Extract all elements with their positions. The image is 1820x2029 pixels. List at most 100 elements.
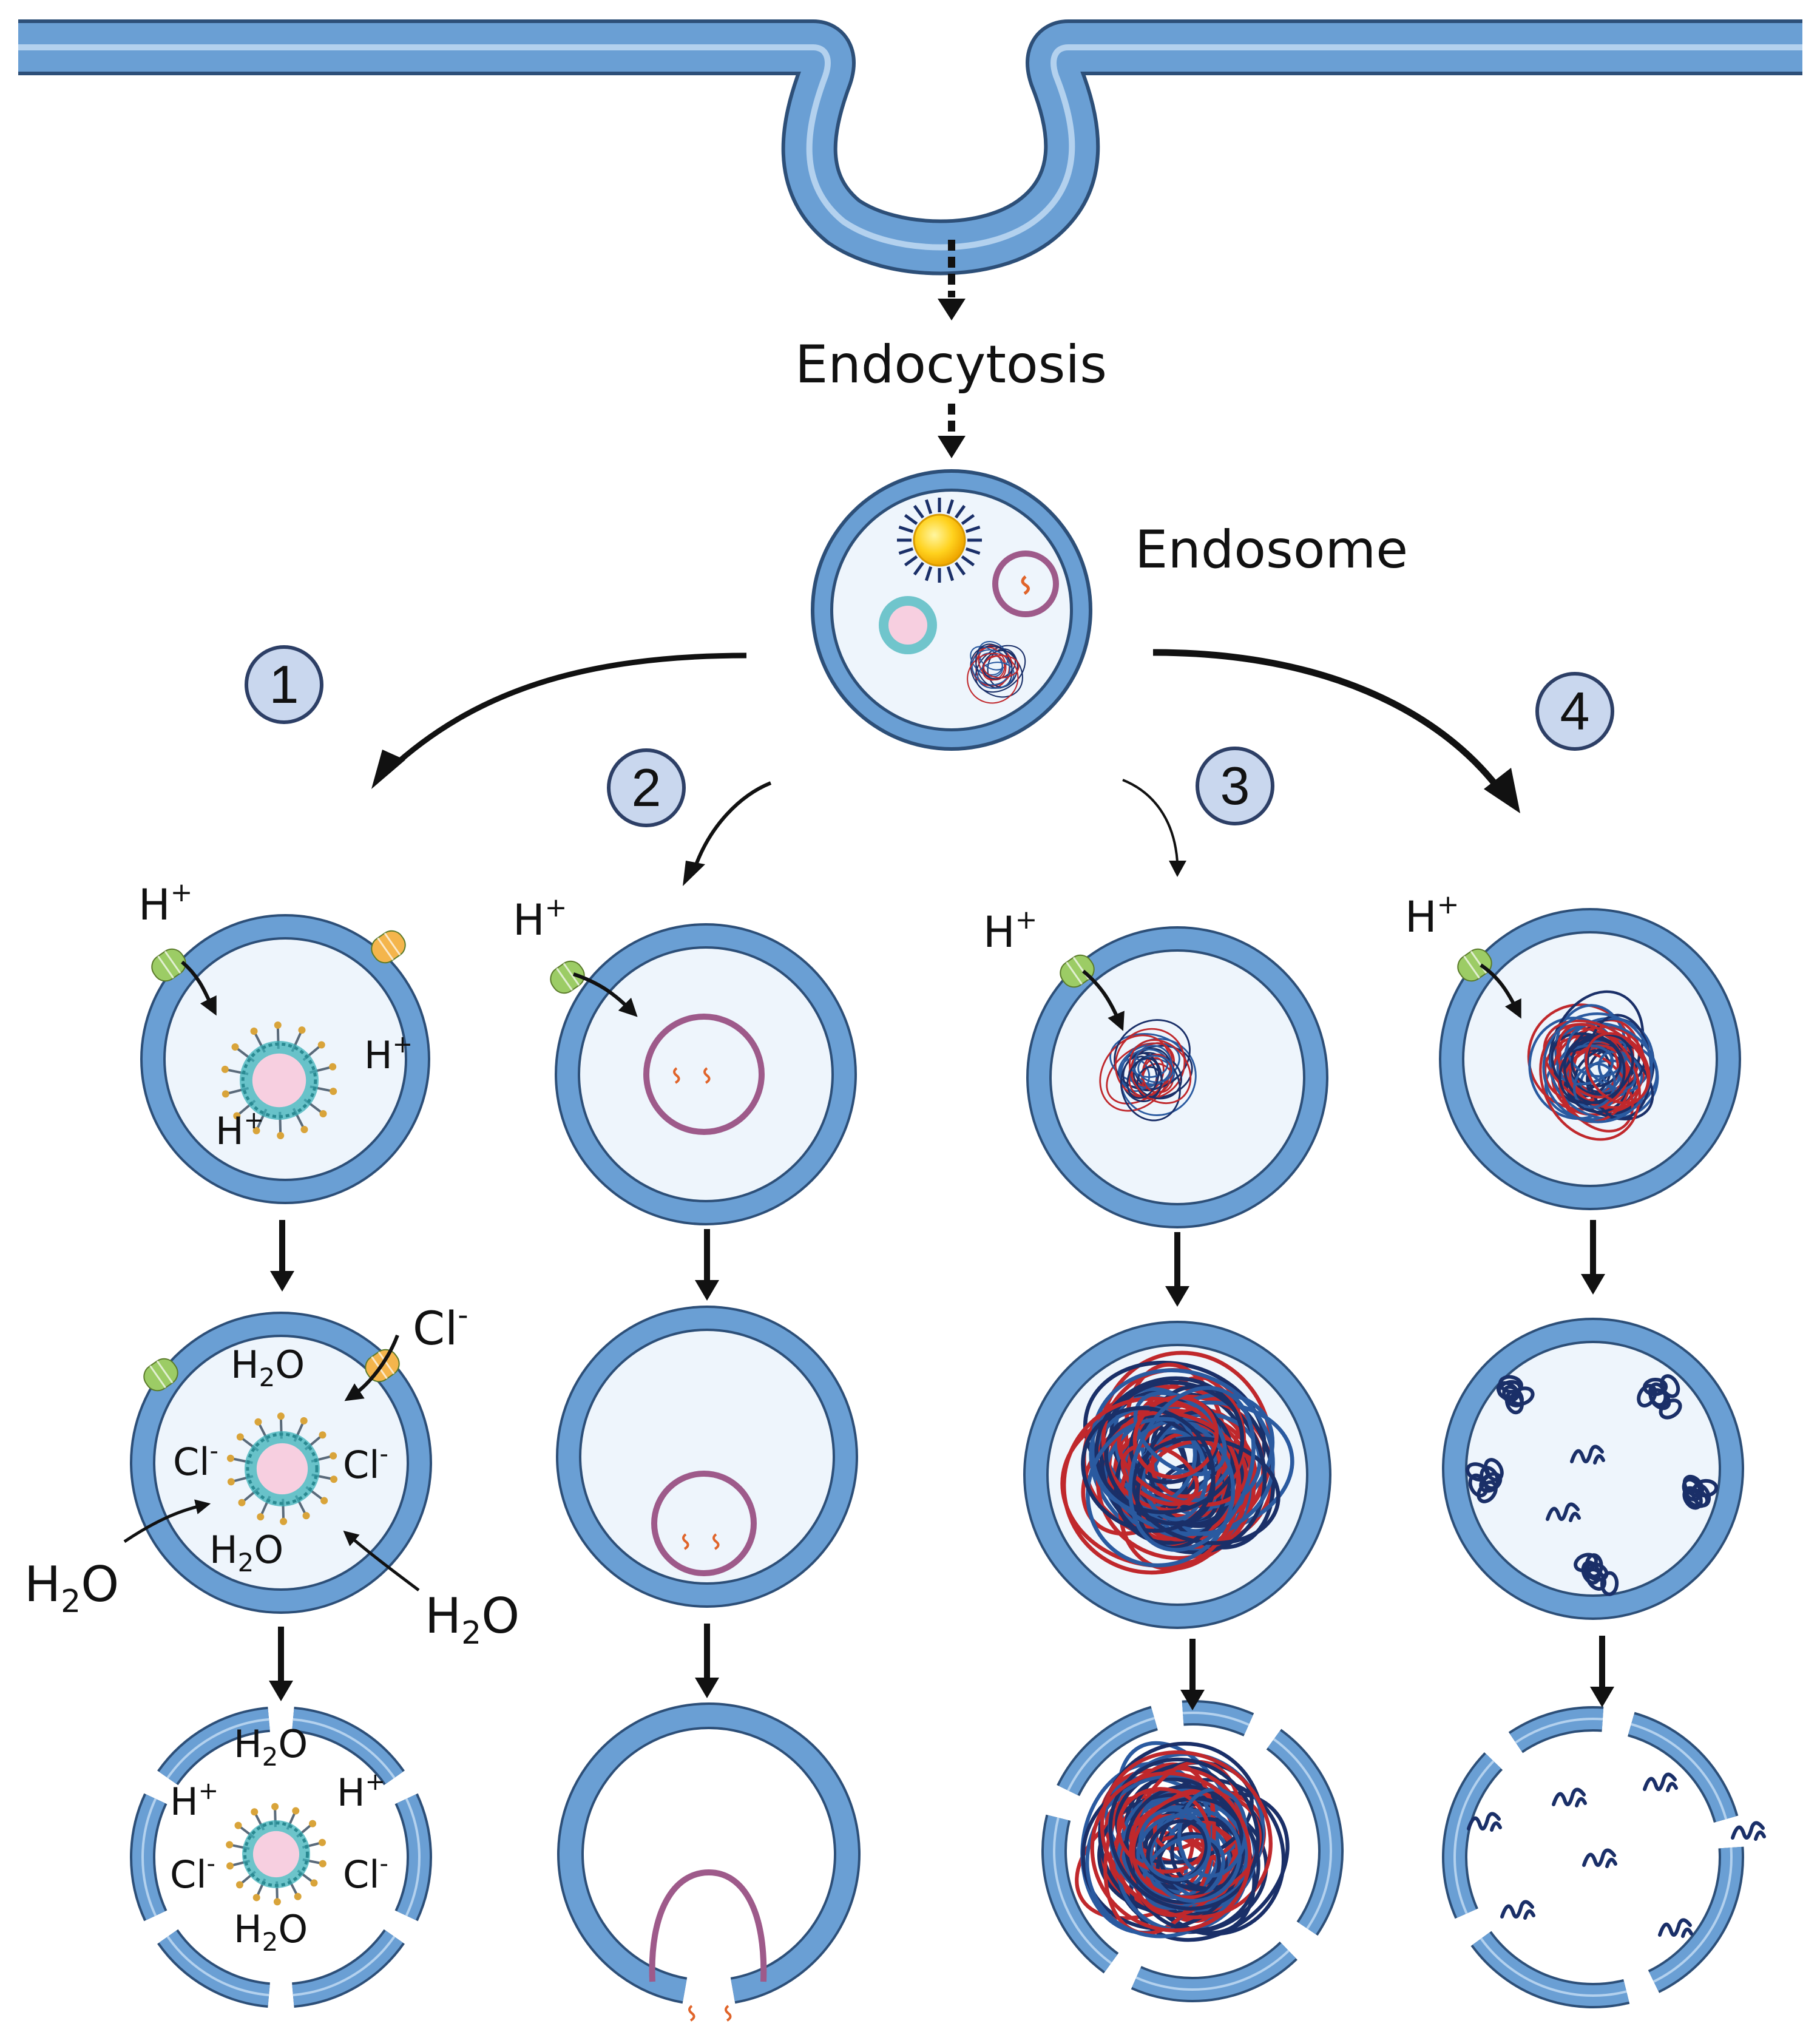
endosome [811, 469, 1092, 751]
p3-polymer-ball-swollen [1060, 1350, 1294, 1575]
step-arrows [269, 1220, 1614, 1710]
pathway-2-arrowhead [683, 861, 705, 886]
pathway-1-arrow [386, 652, 747, 773]
pathway-4-arrowhead [1484, 768, 1520, 813]
endocytosis-label: Endocytosis [795, 334, 1107, 395]
polymer-ball-icon [967, 641, 1026, 704]
p2-payload-2 [703, 1067, 711, 1084]
pathway-1-badge: 1 [245, 645, 323, 724]
p4-released-strand-7 [1658, 1918, 1693, 1938]
p2-proton-label: H+ [513, 892, 567, 945]
p1-water-top: H2O [231, 1343, 305, 1392]
p1-burst-water-bottom: H2O [234, 1907, 308, 1957]
p3-proton-influx-arrow [1082, 969, 1125, 1031]
p2-vesicle-2 [556, 1306, 858, 1608]
p2-arrow-1 [695, 1229, 719, 1301]
p1-burst-chloride-right: Cl- [343, 1850, 388, 1897]
nanoparticle-icon [879, 596, 937, 654]
pathway-1-number: 1 [269, 654, 299, 714]
p4-proton-pump-icon [1457, 948, 1492, 982]
p1-burst-chloride-left: Cl- [170, 1850, 215, 1897]
p1-chloride-channel-icon [371, 930, 406, 964]
p4-tangle-2 [1637, 1374, 1682, 1420]
p1-arrow-2 [269, 1627, 293, 1701]
p4-released-strand-4 [1582, 1848, 1617, 1868]
p1-water-influx-right-arrow [343, 1530, 420, 1591]
p1-burst-proton-left: H+ [170, 1777, 218, 1824]
p4-polymer-ball [1527, 990, 1659, 1141]
p1-arrow-1 [270, 1220, 294, 1292]
micelle-icon [897, 498, 982, 583]
pathway-2-number: 2 [632, 757, 661, 818]
p3-polymer-ball-released [1075, 1741, 1290, 1942]
pathway-2-badge: 2 [607, 748, 686, 827]
p2-proton-pump-icon [550, 960, 585, 994]
p1-nanoparticle-3 [226, 1803, 326, 1906]
p1-chloride-inner-left: Cl- [173, 1437, 218, 1484]
p4-released-strand-2 [1552, 1787, 1587, 1807]
p4-tangle-5 [1574, 1553, 1619, 1596]
p2-payload-4 [712, 1533, 720, 1550]
pathway-4-number: 4 [1560, 681, 1590, 741]
p2-payload-3 [682, 1533, 689, 1550]
endosome-arrowhead [938, 436, 966, 458]
p1-chloride-right: Cl- [413, 1298, 469, 1355]
p1-nanoparticle-2 [226, 1412, 338, 1525]
liposome-icon [992, 550, 1059, 617]
p4-proton-influx-arrow [1480, 963, 1521, 1019]
p4-strand-2 [1546, 1502, 1581, 1522]
p1-nanoparticle [221, 1021, 337, 1139]
p1-water-influx-left-arrow [123, 1499, 211, 1543]
p4-arrow-2 [1590, 1636, 1614, 1707]
p3-arrow-1 [1165, 1232, 1189, 1307]
p4-released-strand-3 [1643, 1772, 1678, 1792]
p1-burst-proton-right: H+ [337, 1768, 385, 1815]
p3-proton-label: H+ [983, 904, 1038, 957]
p2-payload-1 [673, 1067, 680, 1084]
p1-proton-influx-arrow [181, 960, 217, 1016]
p4-tangle-3 [1466, 1458, 1504, 1503]
pathway-1-arrowhead [371, 750, 405, 789]
p4-arrow-1 [1581, 1220, 1605, 1295]
p1-chloride-influx-arrow [344, 1334, 399, 1401]
p3-arrow-2 [1180, 1639, 1205, 1710]
p2-released-payload-2 [725, 2005, 732, 2022]
p3-polymer-ball [1099, 1019, 1197, 1122]
p4-released-strand-1 [1467, 1812, 1502, 1832]
p1-chloride-inner-right: Cl- [343, 1440, 388, 1487]
pathway-4-arrow [1152, 649, 1502, 791]
p1-water-outer-left: H2O [24, 1556, 119, 1620]
p1-proton-label: H+ [138, 877, 193, 930]
endocytosis-arrowhead [938, 299, 966, 320]
p4-proton-label: H+ [1405, 889, 1460, 942]
p2-fused-vesicle [557, 1702, 861, 2004]
p1-water-outer-right: H2O [425, 1588, 519, 1651]
p2-released-payload-1 [688, 2005, 695, 2022]
p1-proton-label-inner-right: H+ [364, 1031, 413, 1077]
pathway-3-arrowhead [1169, 861, 1186, 877]
p1-water-inner-bottom: H2O [209, 1528, 283, 1577]
p2-liposome-fusing [651, 1471, 757, 1576]
pathway-3-arrow [1122, 779, 1179, 862]
pathway-3-number: 3 [1220, 756, 1250, 816]
p2-proton-influx-arrow [573, 972, 638, 1017]
p4-tangle-1 [1496, 1375, 1535, 1415]
p4-tangle-4 [1682, 1474, 1719, 1510]
p4-released-strand-5 [1731, 1821, 1766, 1841]
p1-proton-label-inner-left: H+ [215, 1106, 264, 1153]
polymer-strands [967, 641, 1026, 704]
p4-released-strand-6 [1500, 1900, 1535, 1920]
p4-strand-1 [1570, 1445, 1605, 1465]
plasma-membrane [18, 19, 1802, 276]
pathway-4-badge: 4 [1535, 672, 1614, 751]
p1-burst-water-top: H2O [234, 1722, 308, 1772]
p2-arrow-2 [695, 1624, 719, 1698]
endosome-label: Endosome [1135, 520, 1408, 580]
p1-proton-pump-icon [151, 948, 186, 982]
p4-vesicle-1 [1439, 908, 1741, 1210]
pathway-2-arrow [693, 781, 772, 869]
pathway-3-badge: 3 [1196, 747, 1274, 825]
p3-proton-pump-icon [1060, 954, 1095, 988]
p1-proton-pump-2-icon [143, 1358, 178, 1392]
